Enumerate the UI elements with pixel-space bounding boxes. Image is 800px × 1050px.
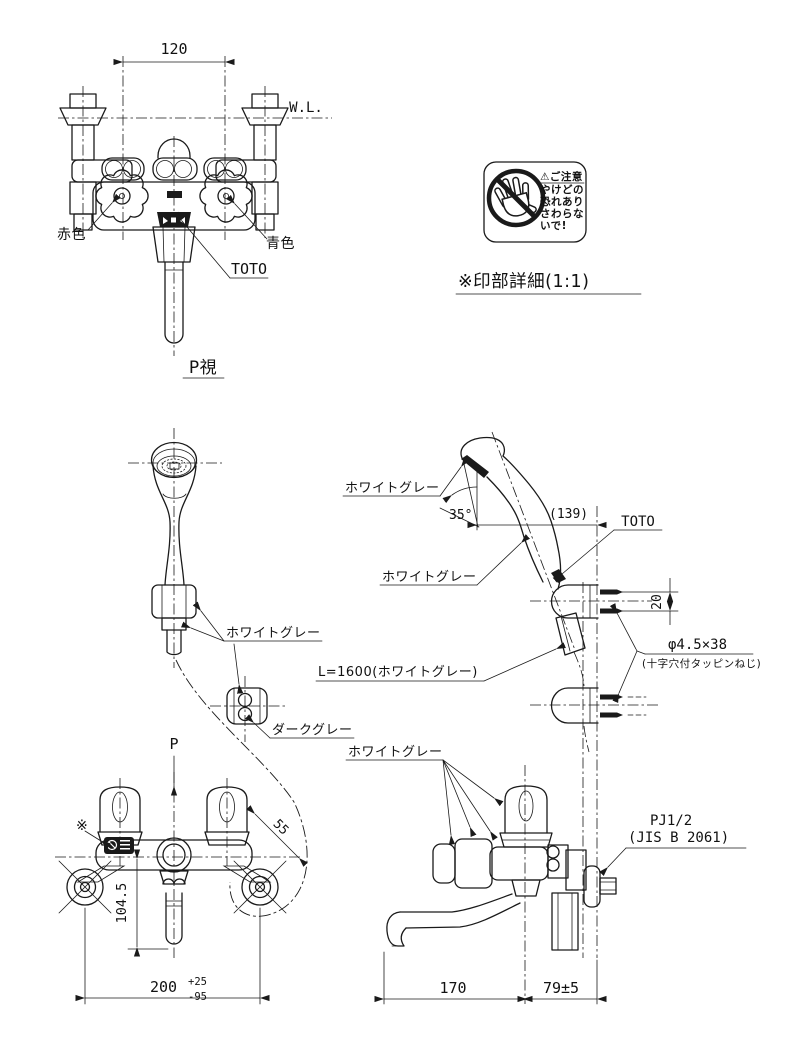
diverter-dome [157, 138, 191, 159]
parts-color-label: ホワイトグレー [348, 745, 443, 760]
wall-flange-left [58, 860, 126, 914]
dim-104-5: 104.5 [114, 883, 130, 924]
dim-20: 20 [650, 594, 665, 610]
thread-spec: PJ1/2 [650, 813, 692, 829]
valve-body [92, 181, 256, 231]
lower-wall-hook [530, 687, 660, 724]
no-touch-icon [486, 168, 546, 228]
view-faucet-front: ※ 55 [55, 772, 308, 1005]
dim-120: 120 [160, 40, 187, 58]
dim-170: 170 [439, 979, 466, 997]
faucet-handle-right [204, 786, 250, 846]
wall-flange-right [222, 860, 287, 914]
dim-200-upper: +25 [188, 976, 207, 988]
phantom-connection-line [175, 659, 308, 917]
hook-color-label: ダークグレー [272, 723, 352, 738]
upper-wall-bracket [530, 584, 652, 619]
dim-35deg: 35° [449, 508, 472, 523]
side-handle [499, 785, 553, 848]
view-shower-front: ホワイトグレー ダークグレー P [128, 428, 355, 917]
head-color-label: ホワイトグレー [345, 481, 440, 496]
thread-standard: (JIS B 2061) [628, 830, 729, 846]
asterisk-mark: ※ [76, 818, 88, 834]
caution-line-3: さわらな [540, 208, 584, 220]
mini-caution-sticker [104, 837, 134, 854]
side-spout [386, 893, 521, 947]
cold-color-label: 青色 [266, 235, 295, 252]
dim-79: 79±5 [543, 979, 579, 997]
caution-line-4: いで! [540, 220, 567, 232]
toto-logo-mark [551, 569, 566, 583]
screw-note: (十字穴付タッピンねじ) [642, 657, 761, 670]
connection-nuts [101, 157, 247, 181]
right-wall-leg [215, 93, 289, 231]
shower-holder [151, 584, 197, 656]
hot-handle [95, 169, 149, 223]
view-faucet-side: ホワイトグレー [345, 745, 747, 1005]
dim-139: (139) [549, 507, 588, 522]
hose-line [573, 651, 585, 687]
caution-line-2: 恐れあり [540, 195, 584, 208]
view-front-p: 120 W.L. [57, 40, 332, 379]
screw-spec: φ4.5×38 [668, 637, 727, 653]
view-shower-side: 35° (139) ホワイトグレー ホワイトグレー TOTO 20 [315, 431, 761, 958]
detail-caption: ※印部詳細(1:1) [458, 272, 589, 292]
brand-side-label: TOTO [621, 514, 655, 530]
brand-label: TOTO [231, 260, 267, 278]
dim-200-lower: -95 [188, 991, 207, 1003]
handle-color-label: ホワイトグレー [382, 570, 477, 585]
water-line-label: W.L. [289, 100, 323, 116]
hose-spec: L=1600(ホワイトグレー) [318, 665, 478, 680]
view-p-label: P視 [189, 358, 217, 378]
left-wall-leg [59, 93, 133, 231]
caution-text: ⚠ご注意 やけどの 恐れあり さわらな いで! [539, 170, 585, 232]
dim-55: 55 [270, 817, 292, 839]
caution-heading: ⚠ご注意 [540, 170, 583, 183]
caution-line-1: やけどの [540, 183, 584, 196]
caution-label-border [483, 161, 587, 243]
view-direction-p: P [169, 735, 178, 753]
caution-label-detail: ⚠ご注意 やけどの 恐れあり さわらな いで! ※印部詳細(1:1) [455, 161, 642, 295]
holder-color-label: ホワイトグレー [226, 626, 321, 641]
diverter-ring-front [156, 837, 192, 945]
faucet-handle-left [97, 786, 143, 846]
side-body [432, 838, 617, 951]
indicator-mark [167, 191, 182, 198]
hot-color-label: 赤色 [57, 226, 86, 243]
shower-head-front [150, 441, 198, 586]
dim-200: 200 [150, 978, 177, 996]
shower-head-side [460, 431, 586, 656]
